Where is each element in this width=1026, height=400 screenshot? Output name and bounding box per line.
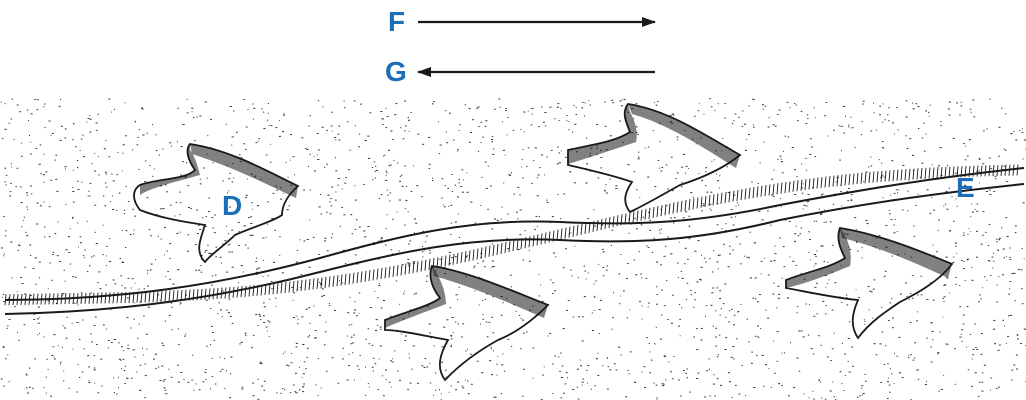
label-d: D [222,192,242,220]
dune-4 [786,228,952,338]
label-g: G [385,58,407,86]
dune-1 [134,144,298,262]
label-f: F [388,8,405,36]
label-e: E [956,174,975,202]
dune-3 [385,266,548,380]
